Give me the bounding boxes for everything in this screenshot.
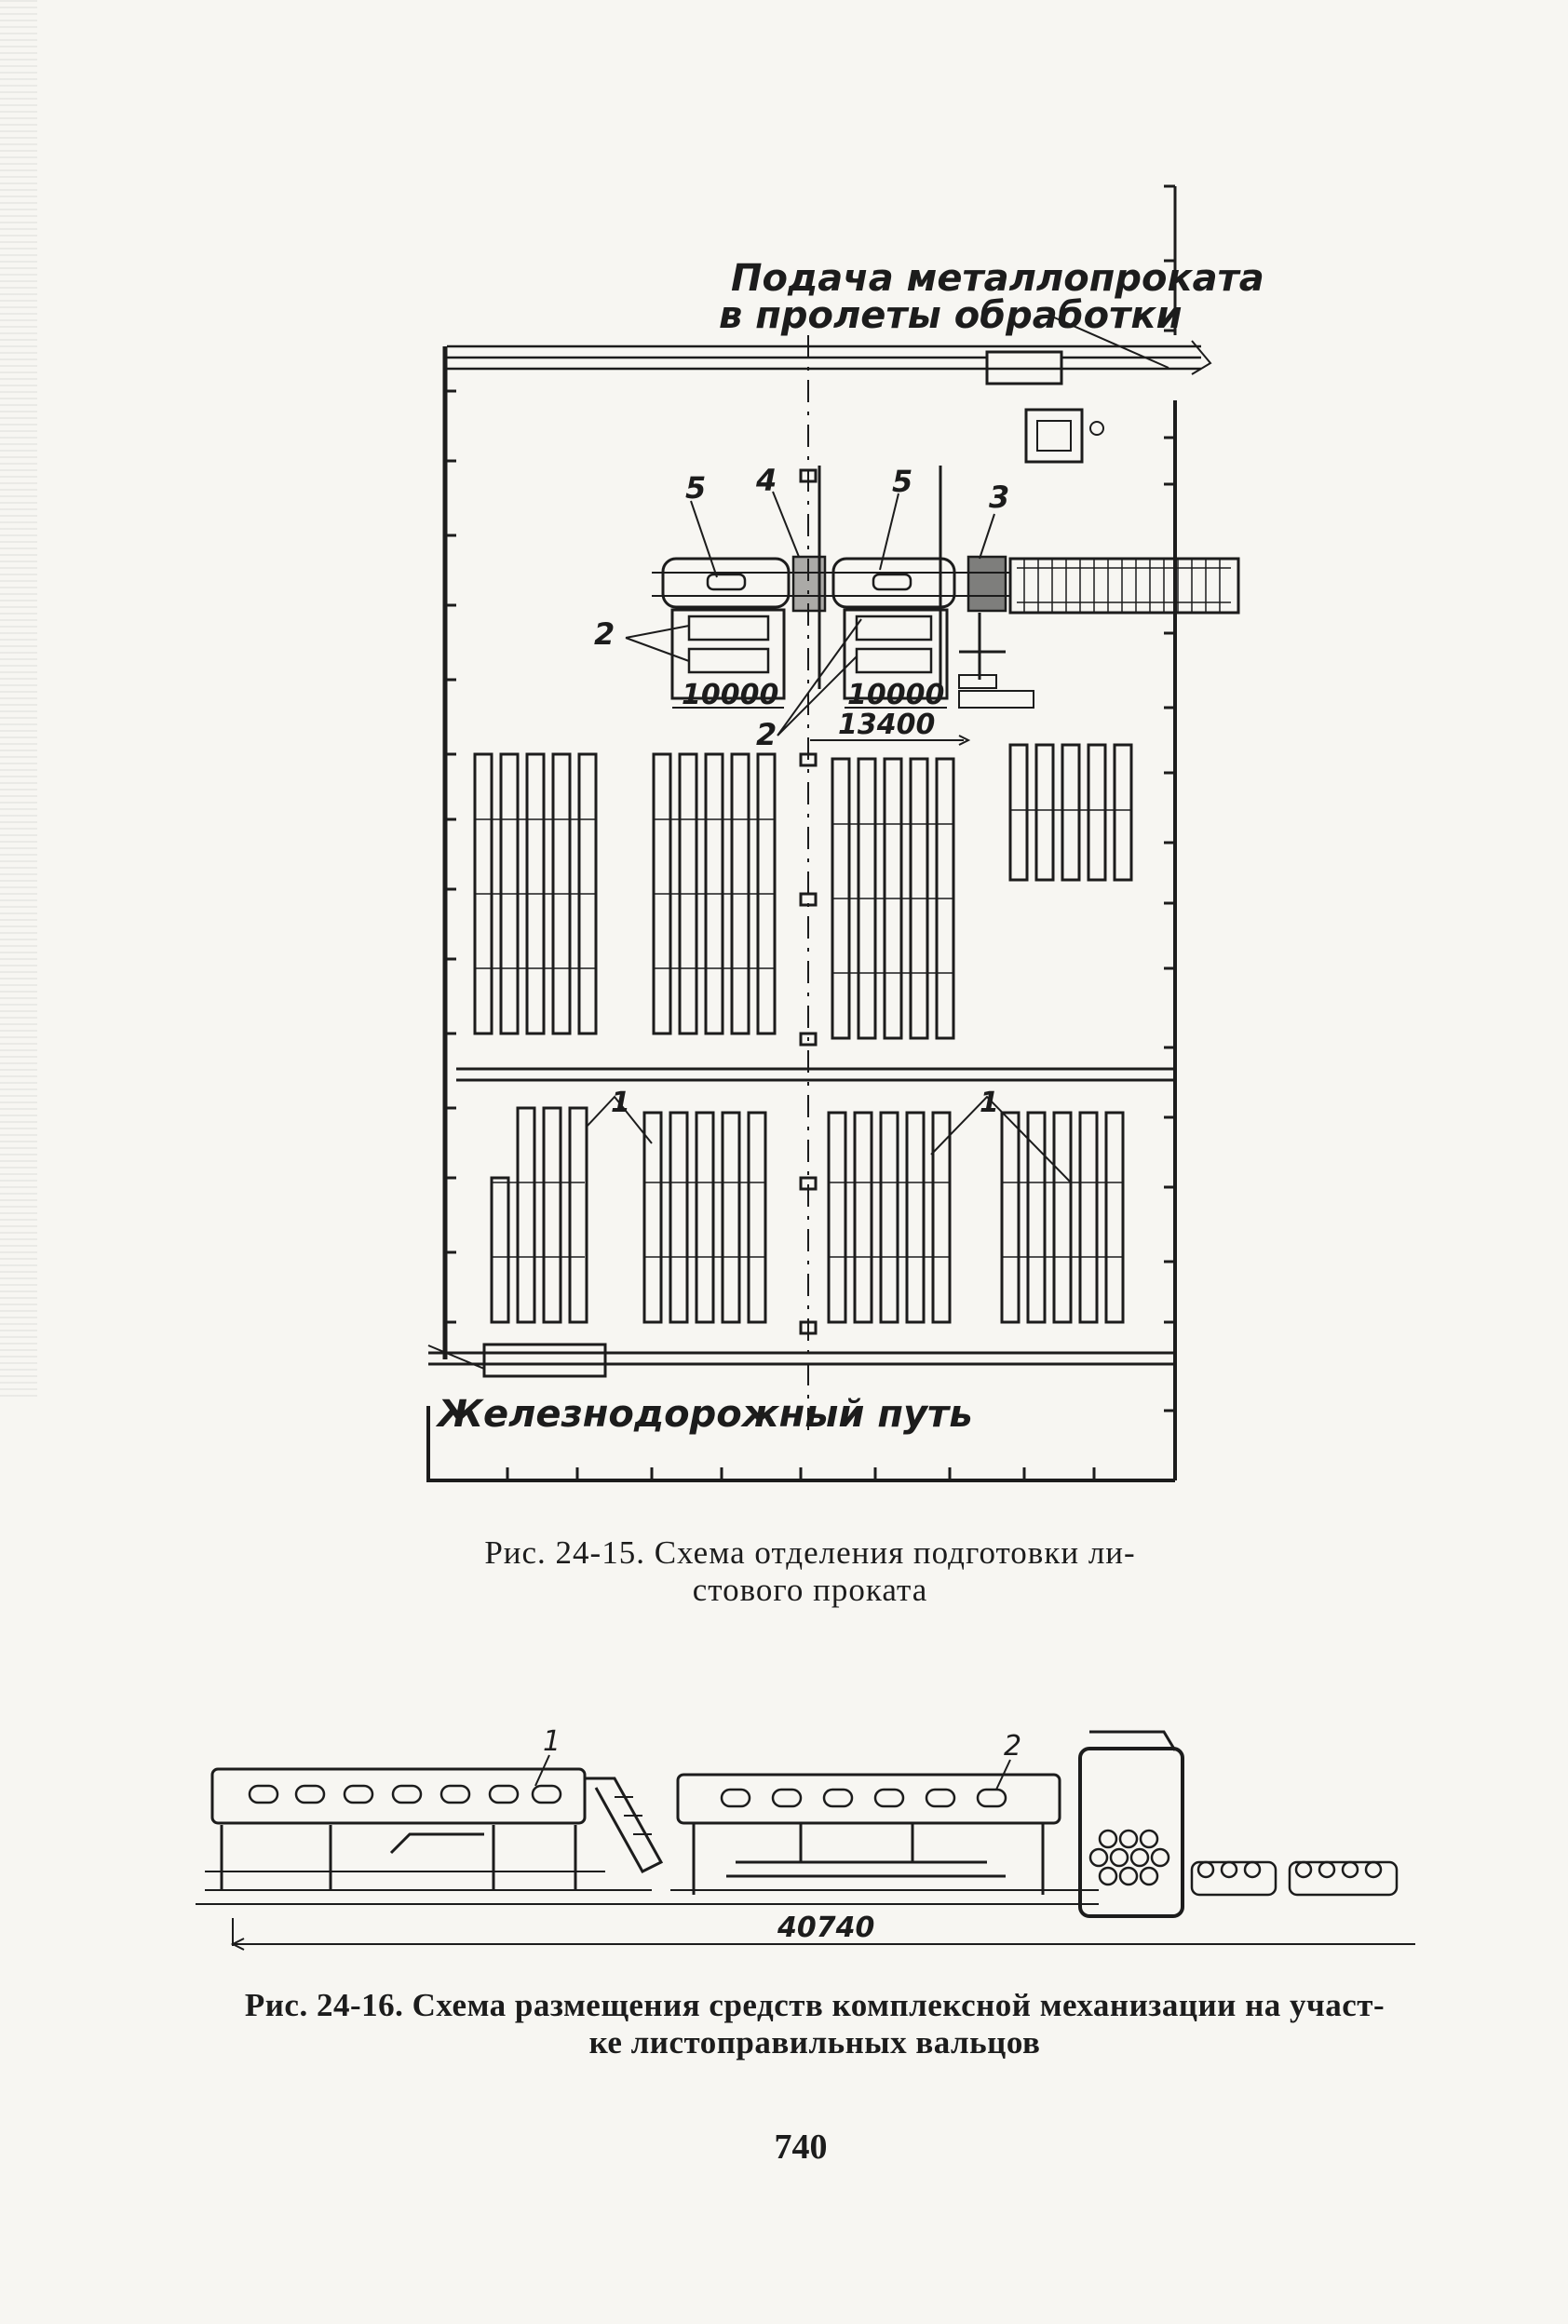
dim-40740: 40740 [777, 1912, 874, 1944]
dim-13400: 13400 [838, 709, 935, 741]
callout-2-fig2: 2 [1004, 1730, 1021, 1763]
page-number: 740 [774, 2128, 828, 2167]
figure-24-15-caption: Рис. 24-15. Схема отделения подготовки л… [410, 1534, 1210, 1609]
caption-line-1: Рис. 24-15. Схема отделения подготовки л… [484, 1534, 1136, 1571]
callout-1-right: 1 [980, 1087, 999, 1119]
callout-5-left: 5 [685, 470, 706, 506]
railway-label: Железнодорожный путь [435, 1393, 973, 1436]
callout-1-left: 1 [611, 1087, 630, 1119]
caption-line-2: стового проката [692, 1572, 928, 1608]
callout-5-right: 5 [892, 464, 912, 499]
figure-24-15-plan: Подача металлопроката в пролеты обработк… [426, 184, 1264, 1482]
dim-10000-left: 10000 [682, 679, 778, 711]
caption-line-2: ке листоправильных вальцов [588, 2024, 1041, 2061]
scan-edge-noise [0, 0, 37, 1397]
callout-1-fig2: 1 [543, 1725, 561, 1758]
dim-10000-right: 10000 [847, 679, 944, 711]
callout-3: 3 [989, 480, 1009, 515]
supply-label-line1: Подача металлопроката [731, 257, 1264, 300]
callout-2-center: 2 [756, 717, 777, 752]
callout-2-left: 2 [594, 616, 615, 652]
caption-line-1: Рис. 24-16. Схема размещения средств ком… [244, 1987, 1386, 2023]
supply-label-line2: в пролеты обработки [719, 294, 1183, 337]
callout-4: 4 [755, 463, 777, 498]
figure-24-16-caption: Рис. 24-16. Схема размещения средств ком… [196, 1987, 1434, 2061]
